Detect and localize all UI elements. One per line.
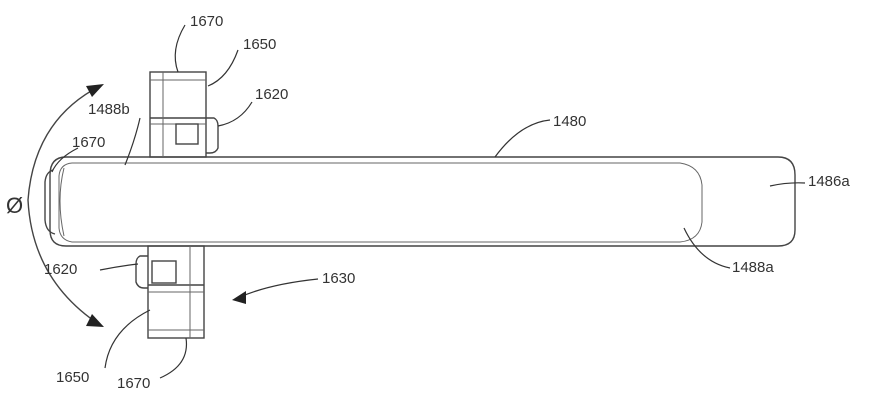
arrowhead-1630	[232, 291, 246, 304]
bottom-clamp-assembly	[136, 246, 204, 338]
label-1620-top: 1620	[255, 86, 288, 103]
top-clamp-assembly	[150, 72, 218, 157]
label-1488a: 1488a	[732, 259, 774, 276]
label-1650-top: 1650	[243, 36, 276, 53]
arc-arrowhead-bottom	[86, 314, 104, 327]
label-1630: 1630	[322, 270, 355, 287]
label-phi: Ø	[6, 193, 23, 218]
arc-arrowhead-top	[86, 84, 104, 97]
rotation-arc	[28, 84, 104, 327]
label-1480: 1480	[553, 113, 586, 130]
label-1620-left: 1620	[44, 261, 77, 278]
label-1650-bottom: 1650	[56, 369, 89, 386]
rail-1480	[45, 157, 795, 246]
label-1488b: 1488b	[88, 101, 130, 118]
label-1670-left: 1670	[72, 134, 105, 151]
leader-lines	[52, 25, 805, 378]
label-1486a: 1486a	[808, 173, 850, 190]
label-1670-bottom: 1670	[117, 375, 150, 392]
label-1670-top: 1670	[190, 13, 223, 30]
